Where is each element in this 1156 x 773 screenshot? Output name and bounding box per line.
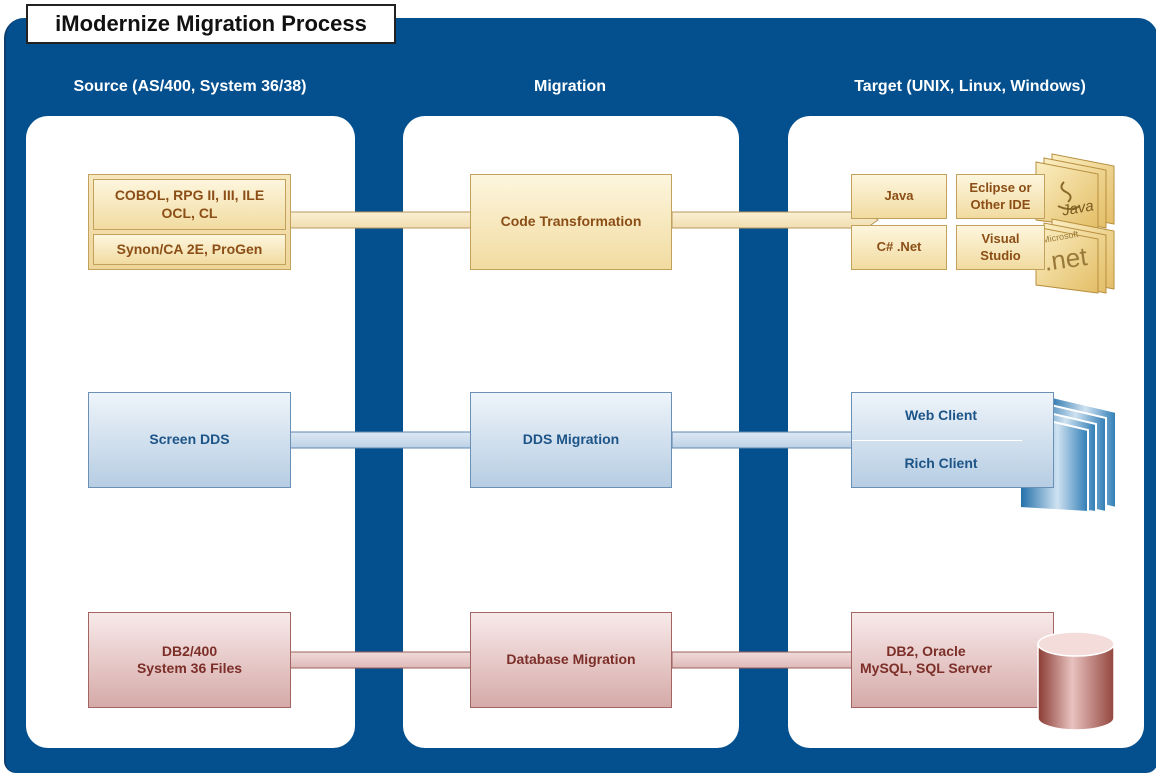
code-arrow-migration-to-target — [671, 201, 879, 239]
web-client-label: Web Client — [904, 407, 978, 424]
net-logo-text: .net — [1042, 241, 1090, 277]
source-database-box: DB2/400 System 36 Files — [88, 612, 291, 708]
database-migration-box: Database Migration — [470, 612, 672, 708]
clients-divider — [852, 440, 1022, 441]
screen-arrow-source-to-migration — [289, 421, 501, 459]
ide-eclipse-box: Eclipse or Other IDE — [956, 174, 1045, 219]
code-transformation-box: Code Transformation — [470, 174, 672, 270]
dds-migration-box: DDS Migration — [470, 392, 672, 488]
screen-dds-box: Screen DDS — [88, 392, 291, 488]
target-csharp-box: C# .Net — [851, 225, 947, 270]
source-languages-box: COBOL, RPG II, III, ILE OCL, CL — [93, 179, 286, 230]
source-generators-box: Synon/CA 2E, ProGen — [93, 234, 286, 265]
ide-visual-studio-box: Visual Studio — [956, 225, 1045, 270]
database-cylinder-icon — [1037, 631, 1115, 731]
target-database-box: DB2, Oracle MySQL, SQL Server — [851, 612, 1054, 708]
migration-column-heading: Migration — [534, 78, 606, 95]
dotnet-document-stack-icon — [1035, 218, 1115, 294]
screen-arrow-migration-to-target — [671, 421, 879, 459]
code-arrow-source-to-migration — [289, 201, 501, 239]
target-column-heading: Target (UNIX, Linux, Windows) — [854, 78, 1086, 95]
diagram-title: iModernize Migration Process — [26, 4, 396, 44]
rich-client-label: Rich Client — [904, 455, 978, 472]
db-arrow-migration-to-target — [671, 641, 879, 679]
target-java-box: Java — [851, 174, 947, 219]
db-arrow-source-to-migration — [289, 641, 501, 679]
source-column-heading: Source (AS/400, System 36/38) — [73, 78, 307, 95]
java-document-stack-icon — [1035, 153, 1115, 229]
